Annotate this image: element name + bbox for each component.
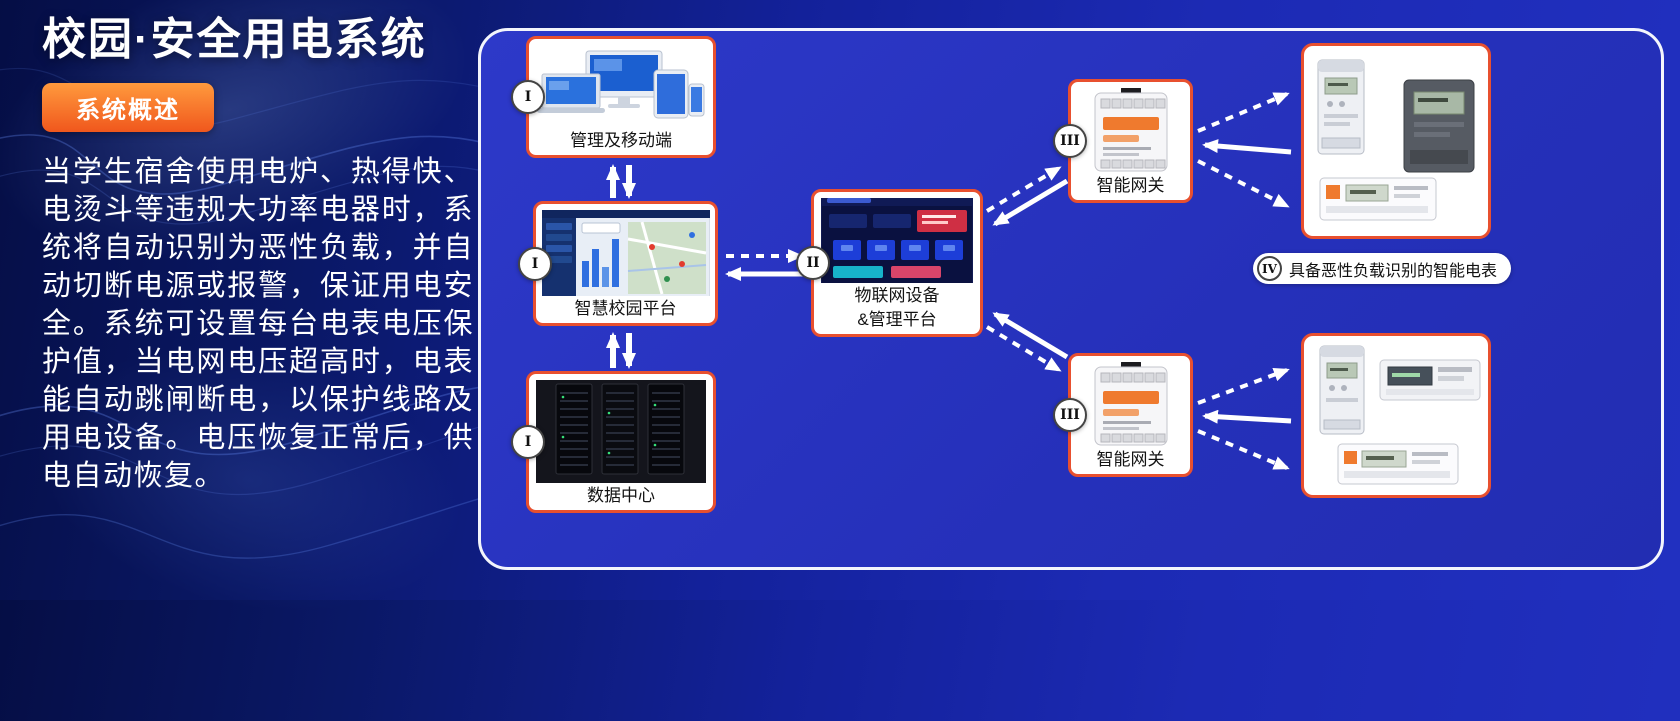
node-gateway-bottom: 智能网关 III: [1053, 353, 1193, 477]
diagram-panel: 管理及移动端 I: [478, 28, 1664, 570]
numeral-badge-gateway-top: III: [1053, 124, 1087, 158]
numeral-badge-management: I: [511, 80, 545, 114]
node-label-iot-line2: &管理平台: [857, 309, 937, 329]
node-label-gateway-top: 智能网关: [1096, 175, 1165, 195]
left-column: 校园·安全用电系统 系统概述 当学生宿舍使用电炉、热得快、电烫斗等违规大功率电器…: [42, 14, 474, 494]
node-label-datacenter: 数据中心: [587, 485, 655, 505]
iot-platform-image: [819, 198, 975, 283]
node-iot-platform: 物联网设备 &管理平台 II: [796, 189, 983, 337]
numeral-badge-gateway-bottom: III: [1053, 398, 1087, 432]
numeral-badge-campus: I: [518, 246, 552, 281]
node-label-management: 管理及移动端: [570, 130, 672, 150]
overview-badge: 系统概述: [42, 82, 214, 132]
numeral-badge-meters: IV: [1257, 256, 1282, 281]
management-devices-image: [534, 45, 708, 128]
node-label-gateway-bottom: 智能网关: [1096, 449, 1165, 469]
meters-label: 具备恶性负载识别的智能电表: [1289, 262, 1498, 280]
meters-label-pill: IV 具备恶性负载识别的智能电表: [1253, 253, 1512, 284]
gateway-device-image: [1076, 88, 1185, 173]
page-title: 校园·安全用电系统: [42, 15, 427, 64]
node-management: 管理及移动端 I: [511, 36, 716, 158]
node-label-iot-line1: 物联网设备: [854, 285, 940, 305]
node-label-campus: 智慧校园平台: [574, 298, 677, 318]
smart-meters-panel-bottom: [1301, 333, 1491, 498]
smart-meters-panel-top: [1301, 43, 1491, 239]
campus-dashboard-image: [541, 210, 710, 296]
smart-meters-image-bottom: [1319, 345, 1481, 485]
smart-meters-image-top: [1317, 59, 1475, 221]
node-gateway-top: 智能网关 III: [1053, 79, 1193, 203]
server-racks-image: [534, 380, 708, 483]
gateway-device-image-2: [1076, 362, 1185, 447]
node-campus-platform: 智慧校园平台 I: [518, 201, 718, 326]
numeral-badge-iot: II: [796, 246, 830, 280]
overview-text: 当学生宿舍使用电炉、热得快、电烫斗等违规大功率电器时，系统将自动识别为恶性负载，…: [42, 153, 474, 492]
numeral-badge-datacenter: I: [511, 425, 545, 459]
node-datacenter: 数据中心 I: [511, 371, 716, 513]
